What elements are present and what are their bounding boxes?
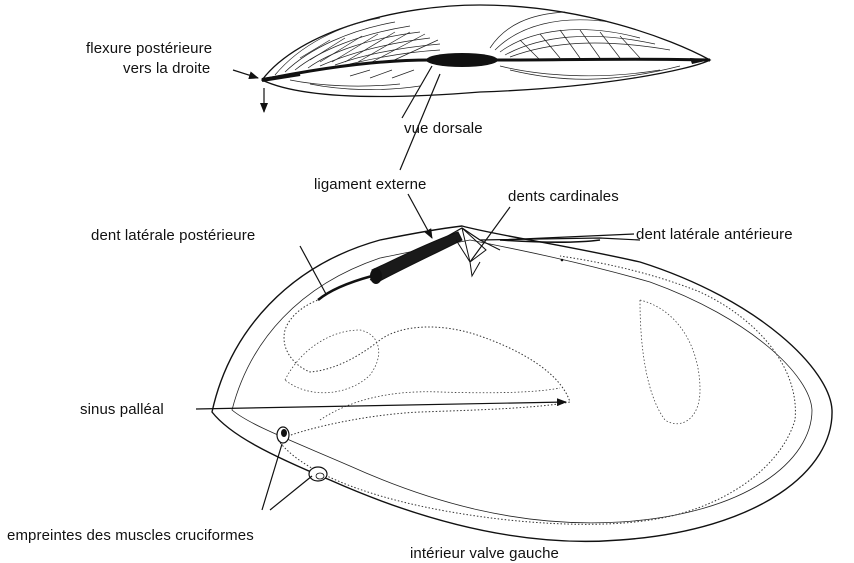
label-dent-laterale-posterieure: dent latérale postérieure	[91, 227, 255, 244]
label-dents-cardinales: dents cardinales	[508, 188, 619, 205]
label-interieur-valve: intérieur valve gauche	[410, 545, 559, 562]
label-vue-dorsale: vue dorsale	[404, 120, 483, 137]
dorsal-outline	[262, 5, 710, 96]
valve-outline	[212, 226, 832, 541]
flexure-arrow	[233, 70, 258, 78]
label-ligament-externe: ligament externe	[314, 176, 427, 193]
ligament-leader-down	[408, 194, 432, 238]
valve-interior	[212, 226, 832, 541]
label-empreintes: empreintes des muscles cruciformes	[7, 527, 254, 544]
dorsal-view	[262, 5, 710, 96]
label-dent-laterale-anterieure: dent latérale antérieure	[636, 226, 793, 243]
label-flexure-line1: flexure postérieure	[86, 40, 212, 57]
label-flexure-line2: vers la droite	[123, 60, 210, 77]
dorsal-umbo	[426, 53, 498, 67]
empreintes-leader-2	[270, 476, 312, 510]
label-sinus-palleal: sinus palléal	[80, 401, 164, 418]
